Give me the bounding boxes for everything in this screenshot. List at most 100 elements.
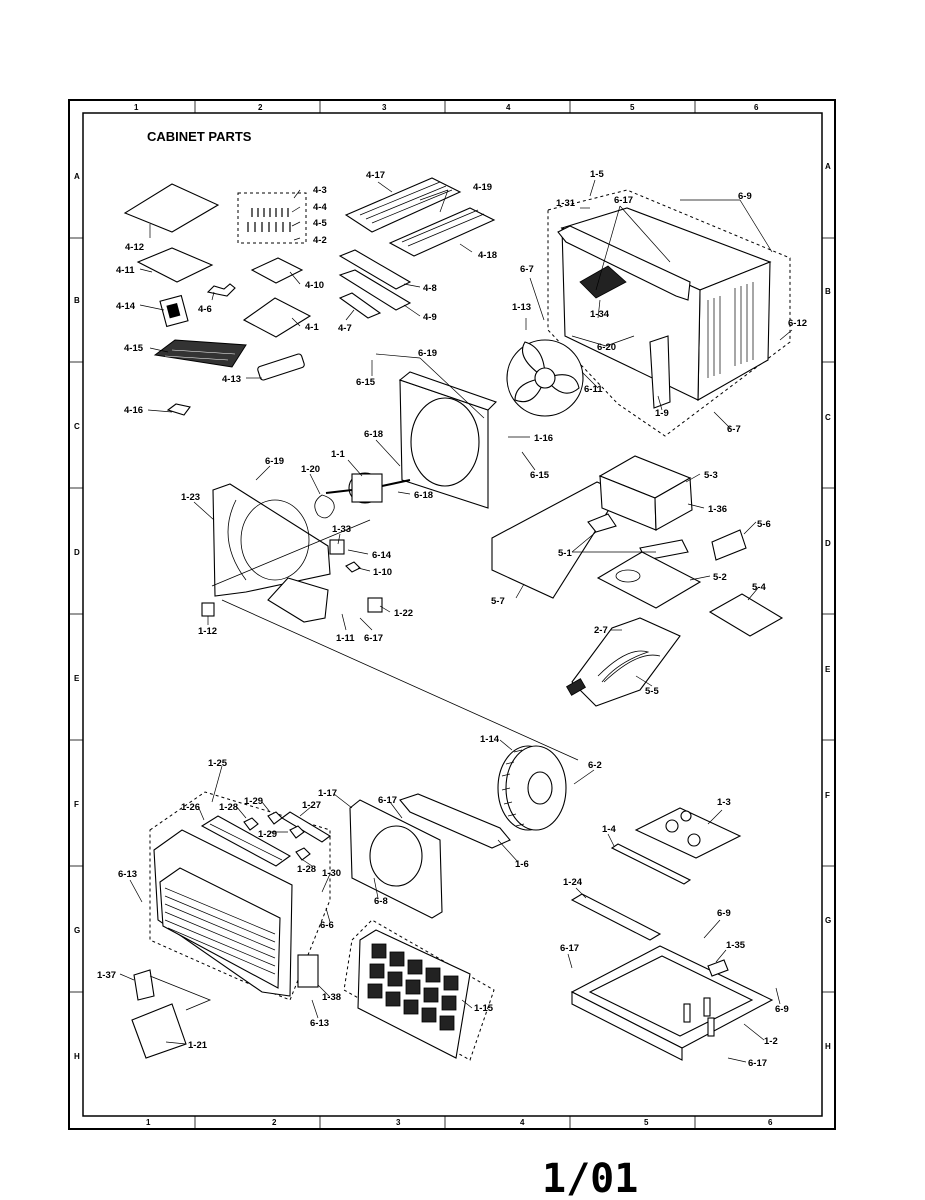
callout-1-27: 1-27 bbox=[302, 800, 321, 811]
ruler-col-3-bottom: 3 bbox=[396, 1118, 401, 1127]
callout-1-15: 1-15 bbox=[474, 1003, 494, 1014]
ruler-bottom: 1 2 3 4 5 6 bbox=[146, 1118, 773, 1127]
callout-4-11: 4-11 bbox=[116, 265, 135, 276]
callout-1-10: 1-10 bbox=[373, 567, 392, 578]
part-manual bbox=[123, 183, 220, 233]
part-housing-1-23 bbox=[212, 483, 331, 597]
callout-5-4: 5-4 bbox=[752, 582, 766, 593]
callout-5-1: 5-1 bbox=[558, 548, 572, 559]
callout-4-2: 4-2 bbox=[313, 235, 327, 246]
ruler-col-2: 2 bbox=[258, 103, 263, 112]
callout-5-5: 5-5 bbox=[645, 686, 659, 697]
ruler-row-a: A bbox=[74, 172, 80, 181]
callout-6-17-d: 6-17 bbox=[560, 943, 579, 954]
part-rail-4-8 bbox=[338, 249, 412, 290]
callout-1-35: 1-35 bbox=[726, 940, 746, 951]
callout-2-7: 2-7 bbox=[594, 625, 608, 636]
callout-1-2: 1-2 bbox=[764, 1036, 778, 1047]
callout-1-38: 1-38 bbox=[322, 992, 341, 1003]
callout-1-26: 1-26 bbox=[181, 802, 200, 813]
page-number: 1/01 bbox=[542, 1156, 638, 1200]
part-cover-5-7 bbox=[491, 481, 621, 599]
callout-6-6: 6-6 bbox=[320, 920, 334, 931]
part-label-1-35 bbox=[707, 959, 729, 977]
part-front-face bbox=[159, 867, 281, 989]
ruler-col-4: 4 bbox=[506, 103, 511, 112]
ruler-col-5-bottom: 5 bbox=[644, 1118, 649, 1127]
callout-6-8: 6-8 bbox=[374, 896, 388, 907]
callout-1-20: 1-20 bbox=[301, 464, 320, 475]
callout-4-13: 4-13 bbox=[222, 374, 241, 385]
callout-4-15: 4-15 bbox=[124, 343, 144, 354]
ruler-top: 1 2 3 4 5 6 bbox=[134, 103, 759, 112]
callout-5-6: 5-6 bbox=[757, 519, 771, 530]
part-sheet-4-11 bbox=[136, 247, 214, 283]
front-louvers bbox=[164, 887, 276, 975]
callout-5-3: 5-3 bbox=[704, 470, 718, 481]
callout-6-7-b: 6-7 bbox=[727, 424, 741, 435]
callout-4-4: 4-4 bbox=[313, 202, 327, 213]
part-base-1-22 bbox=[267, 577, 329, 623]
callout-1-17: 1-17 bbox=[318, 788, 337, 799]
part-shroud-top bbox=[398, 371, 498, 411]
ruler-row-d-right: D bbox=[825, 539, 831, 548]
callout-4-14: 4-14 bbox=[116, 301, 136, 312]
ruler-row-f: F bbox=[74, 800, 79, 809]
callout-1-36: 1-36 bbox=[708, 504, 727, 515]
callout-1-13: 1-13 bbox=[512, 302, 531, 313]
ruler-row-b-right: B bbox=[825, 287, 831, 296]
curtain-parts bbox=[338, 177, 496, 319]
callout-6-17-c: 6-17 bbox=[378, 795, 397, 806]
base-pan bbox=[570, 807, 774, 1061]
callout-6-19-b: 6-19 bbox=[265, 456, 284, 467]
part-panel-1-9 bbox=[649, 335, 671, 409]
front-grille bbox=[131, 791, 331, 1059]
ruler-row-g: G bbox=[74, 926, 80, 935]
callout-6-15-a: 6-15 bbox=[356, 377, 376, 388]
callout-1-21: 1-21 bbox=[188, 1040, 208, 1051]
condenser-fan-assembly bbox=[314, 339, 584, 519]
callout-4-6: 4-6 bbox=[198, 304, 212, 315]
part-rail-1-31 bbox=[557, 225, 691, 301]
part-pad-1-12 bbox=[201, 602, 215, 617]
part-tag-1-37 bbox=[133, 969, 155, 1001]
part-labels: 4-12 4-11 4-14 4-6 4-15 4-13 4-16 4-3 4-… bbox=[97, 169, 807, 1069]
callout-1-11: 1-11 bbox=[336, 633, 355, 644]
ruler-col-1-bottom: 1 bbox=[146, 1118, 151, 1127]
leader-lines bbox=[119, 179, 793, 1063]
screw-kit-box bbox=[237, 192, 307, 244]
callout-1-28-a: 1-28 bbox=[219, 802, 238, 813]
callout-6-19-a: 6-19 bbox=[418, 348, 437, 359]
callout-4-9: 4-9 bbox=[423, 312, 437, 323]
callout-6-9-a: 6-9 bbox=[738, 191, 752, 202]
part-fan-1-13 bbox=[506, 339, 584, 417]
part-latch-1-29a bbox=[267, 811, 283, 825]
callout-6-7-a: 6-7 bbox=[520, 264, 534, 275]
part-bracket-5-1 bbox=[587, 513, 617, 533]
ruler-row-g-right: G bbox=[825, 916, 831, 925]
callout-6-12: 6-12 bbox=[788, 318, 807, 329]
callout-6-9-c: 6-9 bbox=[775, 1004, 789, 1015]
callout-4-10: 4-10 bbox=[305, 280, 324, 291]
callout-1-22: 1-22 bbox=[394, 608, 413, 619]
callout-1-30: 1-30 bbox=[322, 868, 341, 879]
callout-1-29-b: 1-29 bbox=[258, 829, 277, 840]
ruler-row-e-right: E bbox=[825, 665, 831, 674]
ruler-left: A B C D E F G H bbox=[74, 172, 80, 1061]
callout-6-17-b: 6-17 bbox=[364, 633, 383, 644]
callout-1-34: 1-34 bbox=[590, 309, 610, 320]
callout-4-8: 4-8 bbox=[423, 283, 437, 294]
ruler-row-f-right: F bbox=[825, 791, 830, 800]
callout-1-28-b: 1-28 bbox=[297, 864, 316, 875]
callout-1-25: 1-25 bbox=[208, 758, 228, 769]
part-holder-4-16 bbox=[166, 403, 191, 416]
callout-4-12: 4-12 bbox=[125, 242, 144, 253]
screw-kit bbox=[247, 208, 291, 232]
ruler-col-6: 6 bbox=[754, 103, 759, 112]
part-pan-front bbox=[571, 991, 683, 1061]
part-pan-inner bbox=[588, 955, 754, 1037]
callout-1-14: 1-14 bbox=[480, 734, 500, 745]
callout-1-23: 1-23 bbox=[181, 492, 200, 503]
ruler-right: A B C D E F G H bbox=[825, 162, 831, 1051]
ruler-row-e: E bbox=[74, 674, 80, 683]
